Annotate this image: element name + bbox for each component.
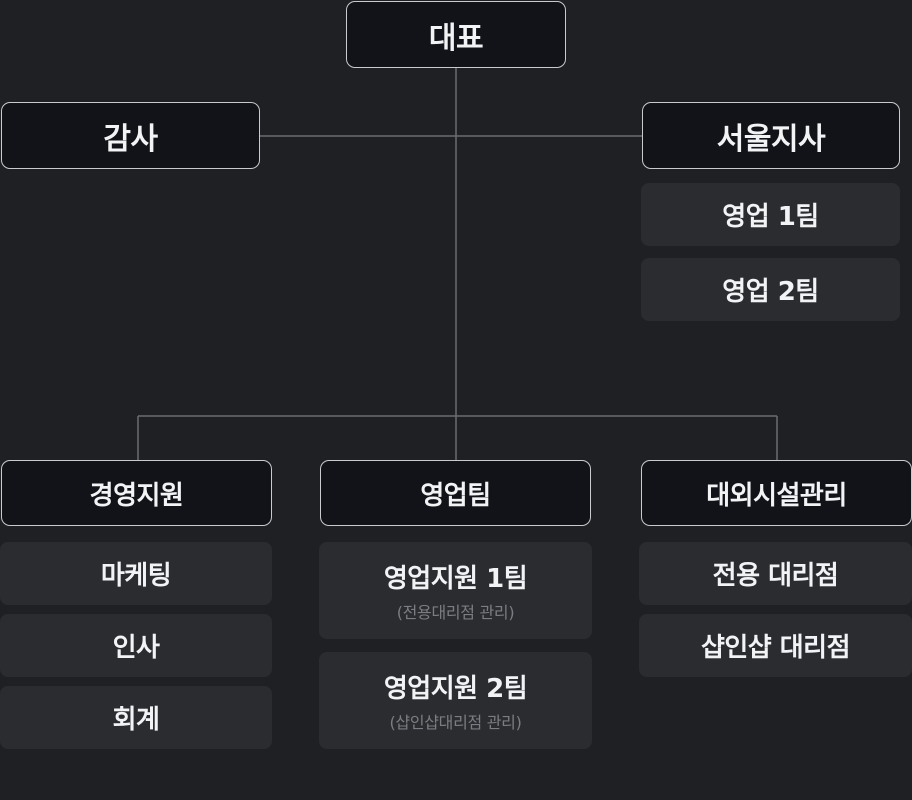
shop-in-shop-agency-label: 샵인샵 대리점 — [700, 633, 851, 663]
hr-label: 인사 — [112, 633, 160, 663]
hr-box: 인사 — [0, 614, 272, 677]
seoul-branch-label: 서울지사 — [716, 121, 826, 157]
sales-support-team-1-label: 영업지원 1팀 — [383, 564, 528, 594]
exclusive-agency-label: 전용 대리점 — [712, 561, 839, 591]
sales-team-2-box: 영업 2팀 — [641, 258, 900, 321]
audit-box: 감사 — [1, 102, 260, 169]
sales-support-team-2-label: 영업지원 2팀 — [383, 674, 528, 704]
audit-label: 감사 — [103, 121, 158, 157]
management-support-label: 경영지원 — [89, 480, 184, 511]
sales-label: 영업팀 — [420, 480, 491, 511]
sales-team-2-label: 영업 2팀 — [722, 277, 819, 307]
seoul-branch-box: 서울지사 — [642, 102, 900, 169]
external-facilities-box: 대외시설관리 — [641, 460, 912, 526]
accounting-label: 회계 — [112, 705, 160, 735]
sales-box: 영업팀 — [320, 460, 591, 526]
sales-team-1-box: 영업 1팀 — [641, 183, 900, 246]
sales-support-team-2-note: (샵인샵대리점 관리) — [389, 713, 522, 732]
management-support-box: 경영지원 — [1, 460, 272, 526]
external-facilities-label: 대외시설관리 — [706, 480, 847, 511]
marketing-label: 마케팅 — [100, 561, 172, 591]
shop-in-shop-agency-box: 샵인샵 대리점 — [639, 614, 912, 677]
sales-support-team-2-box: 영업지원 2팀 (샵인샵대리점 관리) — [319, 652, 592, 749]
marketing-box: 마케팅 — [0, 542, 272, 605]
sales-team-1-label: 영업 1팀 — [722, 202, 819, 232]
ceo-label: 대표 — [428, 20, 484, 56]
ceo-box: 대표 — [346, 1, 566, 68]
accounting-box: 회계 — [0, 686, 272, 749]
sales-support-team-1-note: (전용대리점 관리) — [396, 603, 515, 622]
exclusive-agency-box: 전용 대리점 — [639, 542, 912, 605]
sales-support-team-1-box: 영업지원 1팀 (전용대리점 관리) — [319, 542, 592, 639]
